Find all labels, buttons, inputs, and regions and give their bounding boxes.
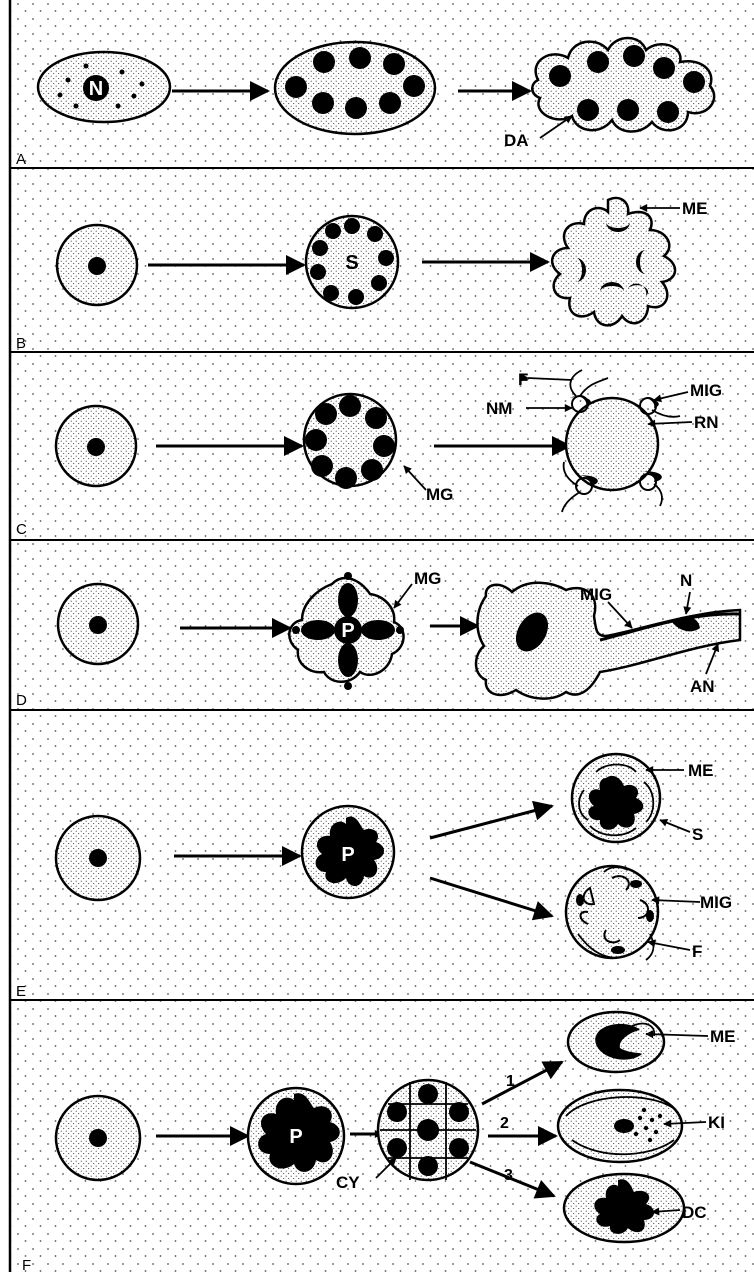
cell-c3 bbox=[564, 396, 660, 492]
cell-a3-nuclei bbox=[549, 45, 705, 123]
kinetoplast-membranes bbox=[565, 1096, 677, 1156]
panel-a-letter: A bbox=[16, 151, 26, 168]
pointer-cy bbox=[375, 1157, 397, 1179]
pointer-f-e bbox=[647, 939, 691, 951]
cell-a2-nuclei bbox=[285, 47, 425, 119]
cell-c2-granules bbox=[305, 395, 395, 489]
panel-a: A N DA bbox=[16, 36, 716, 168]
label-mg-c: MG bbox=[426, 485, 453, 504]
cell-f3-nuclei bbox=[387, 1084, 469, 1176]
label-mg-d: MG bbox=[414, 569, 441, 588]
pointer-mg-d bbox=[393, 583, 413, 609]
pointer-mg-c bbox=[403, 465, 427, 491]
nucleus-e3 bbox=[588, 775, 644, 830]
label-n: N bbox=[89, 78, 103, 100]
merozoite-nucleus bbox=[595, 1023, 642, 1060]
panel-f-letter: F bbox=[22, 1257, 31, 1272]
kinetoplast-nucleus bbox=[614, 1119, 634, 1133]
label-n-d: N bbox=[680, 571, 692, 590]
flagellum-d3 bbox=[599, 612, 741, 642]
panel-e: E P ME S bbox=[16, 752, 732, 1000]
arrow-e-lower bbox=[429, 876, 554, 921]
pointer-mig-d bbox=[607, 601, 633, 629]
arrow-f-branch-3 bbox=[469, 1160, 556, 1199]
cell-e3-merozoite-outlines bbox=[578, 763, 655, 837]
label-cy: CY bbox=[336, 1173, 360, 1192]
label-p-e: P bbox=[341, 844, 354, 866]
cell-d3 bbox=[474, 581, 742, 700]
cell-a1-granules bbox=[57, 63, 145, 109]
pointer-da bbox=[539, 115, 573, 139]
panel-e-letter: E bbox=[16, 983, 26, 1000]
nucleus-e2 bbox=[315, 816, 385, 886]
label-nm: NM bbox=[486, 399, 512, 418]
panel-b-letter: B bbox=[16, 335, 26, 352]
label-s-e: S bbox=[692, 825, 703, 844]
pointer-rn bbox=[647, 419, 693, 428]
label-s-b: S bbox=[345, 252, 358, 274]
cell-c3-microgametes bbox=[561, 369, 681, 513]
label-me-b: ME bbox=[682, 199, 708, 218]
nucleus-f1 bbox=[89, 1129, 107, 1147]
nucleus-d3 bbox=[515, 612, 549, 652]
panel-b: B S ME bbox=[16, 196, 708, 352]
kinetoplast-dots bbox=[633, 1107, 663, 1143]
arrow-e-upper bbox=[429, 800, 554, 840]
label-branch-2: 2 bbox=[500, 1115, 509, 1132]
label-an: AN bbox=[690, 677, 715, 696]
cell-e4-microgametes bbox=[576, 866, 655, 961]
label-me-f: ME bbox=[710, 1027, 736, 1046]
panel-d-letter: D bbox=[16, 692, 27, 709]
label-branch-3: 3 bbox=[504, 1167, 513, 1184]
pointer-mig-c bbox=[653, 391, 689, 403]
label-p-f: P bbox=[289, 1126, 302, 1148]
dc-nucleus bbox=[594, 1179, 655, 1234]
pointer-s-e bbox=[659, 818, 691, 833]
cell-b2-granules bbox=[310, 218, 394, 305]
microgamete-nucleus-d bbox=[672, 616, 700, 632]
label-me-e: ME bbox=[688, 761, 714, 780]
cell-b3 bbox=[550, 196, 677, 327]
label-p-d: P bbox=[341, 620, 354, 642]
label-rn: RN bbox=[694, 413, 719, 432]
pointer-n-d bbox=[683, 591, 692, 615]
pointer-mig-e bbox=[651, 896, 701, 905]
panel-c: C MG F NM MIG RN bbox=[16, 369, 722, 538]
pointer-ki bbox=[663, 1119, 707, 1128]
pointer-an bbox=[705, 643, 720, 675]
label-branch-1: 1 bbox=[506, 1073, 515, 1090]
pointer-f-c bbox=[520, 373, 573, 382]
label-f-c: F bbox=[518, 370, 528, 389]
cell-b3-merozoite-nuclei bbox=[576, 222, 649, 296]
cell-d2-nucleus bbox=[292, 572, 404, 690]
cell-e4 bbox=[564, 864, 660, 960]
label-mig-d: MIG bbox=[580, 585, 612, 604]
arrow-f-branch-1 bbox=[481, 1060, 564, 1106]
nucleus-b1 bbox=[88, 257, 106, 275]
nucleus-a1 bbox=[83, 75, 109, 101]
nucleus-e1 bbox=[89, 849, 107, 867]
nucleus-d1 bbox=[89, 616, 107, 634]
panel-f: F P CY 1 2 3 ME bbox=[22, 1010, 736, 1272]
pointer-dc bbox=[651, 1207, 681, 1216]
label-mig-e: MIG bbox=[700, 893, 732, 912]
nucleus-f2 bbox=[258, 1093, 340, 1172]
label-da: DA bbox=[504, 131, 529, 150]
label-dc: DC bbox=[682, 1203, 707, 1222]
panel-d: D P MG MIG N AN bbox=[16, 569, 742, 709]
nucleus-c1 bbox=[87, 438, 105, 456]
label-ki: KI bbox=[708, 1113, 725, 1132]
label-mig-c: MIG bbox=[690, 381, 722, 400]
panel-dividers bbox=[10, 167, 754, 1001]
pointer-me-f bbox=[645, 1030, 709, 1039]
panel-c-letter: C bbox=[16, 521, 27, 538]
label-f-e: F bbox=[692, 942, 702, 961]
